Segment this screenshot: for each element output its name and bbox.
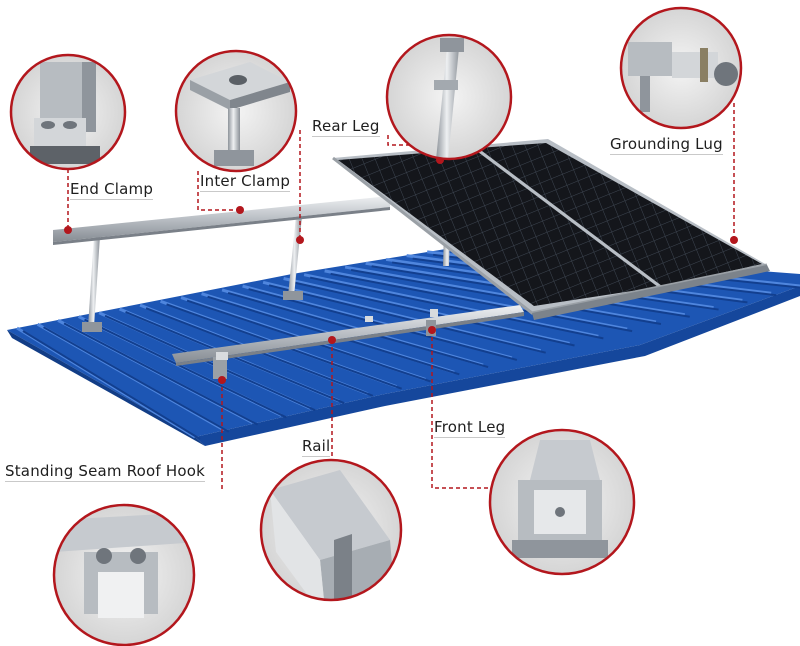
solar-panels xyxy=(332,139,770,320)
end-clamp-detail xyxy=(9,53,127,171)
front-leg-label: Front Leg xyxy=(434,418,506,438)
roof-rib-shadow xyxy=(43,326,230,433)
rear-leg-detail xyxy=(385,33,513,161)
roof-rib xyxy=(303,273,599,338)
roof-rib-shadow xyxy=(104,314,316,412)
roof-rib-shadow xyxy=(84,318,287,419)
roof-rib-shadow xyxy=(350,269,662,325)
front-leg-detail xyxy=(488,428,636,576)
standing-seam-roof-hook-label: Standing Seam Roof Hook xyxy=(5,462,205,482)
mounting-structure xyxy=(53,158,524,379)
roof-rib-shadow xyxy=(330,272,633,333)
rail-detail xyxy=(259,458,403,602)
inter-clamp-detail xyxy=(174,49,298,173)
roof-rib-shadow xyxy=(22,330,201,440)
roof-rib-shadow xyxy=(268,284,546,354)
rear-leg-label: Rear Leg xyxy=(312,117,380,137)
roof-rib xyxy=(324,269,628,331)
grounding-lug-label: Grounding Lug xyxy=(610,135,723,155)
roof-rib-shadow xyxy=(309,276,604,340)
end-clamp-label: End Clamp xyxy=(70,180,154,200)
rail-label: Rail xyxy=(302,437,331,457)
roof-rib xyxy=(344,265,657,324)
callout-dots xyxy=(64,156,738,384)
grounding-lug-detail xyxy=(619,6,743,130)
roof-rib-shadow xyxy=(63,322,259,426)
inter-clamp-label: Inter Clamp xyxy=(200,172,291,192)
roof-hook-detail xyxy=(52,503,196,646)
